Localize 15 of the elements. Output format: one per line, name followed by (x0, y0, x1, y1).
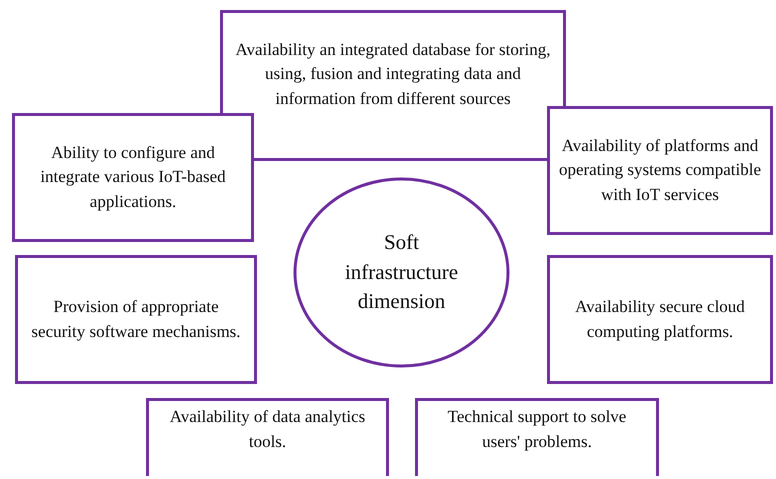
box-text: Ability to configure and integrate various IoT-based applications. (39, 142, 227, 213)
box-text: Availability secure cloud computing platforms. (574, 296, 746, 343)
text-box (146, 398, 389, 476)
box-text: Availability of platforms and operating systems compatible with IoT services (558, 135, 762, 206)
box-text: Availability an integrated database for storing, using, fusion and integrating data and information from different sources (235, 39, 551, 110)
ellipse-node (293, 177, 510, 368)
text-box (547, 106, 773, 235)
text-box (15, 255, 257, 384)
box-text: Soft infrastructure dimension (344, 228, 460, 316)
text-box (415, 398, 659, 476)
text-box (12, 113, 254, 242)
box-text: Provision of appropriate security software mechanisms. (30, 296, 242, 343)
box-text: Technical support to solve users' problems. (446, 406, 628, 453)
text-box (547, 255, 773, 384)
box-text: Availability of data analytics tools. (168, 406, 366, 452)
